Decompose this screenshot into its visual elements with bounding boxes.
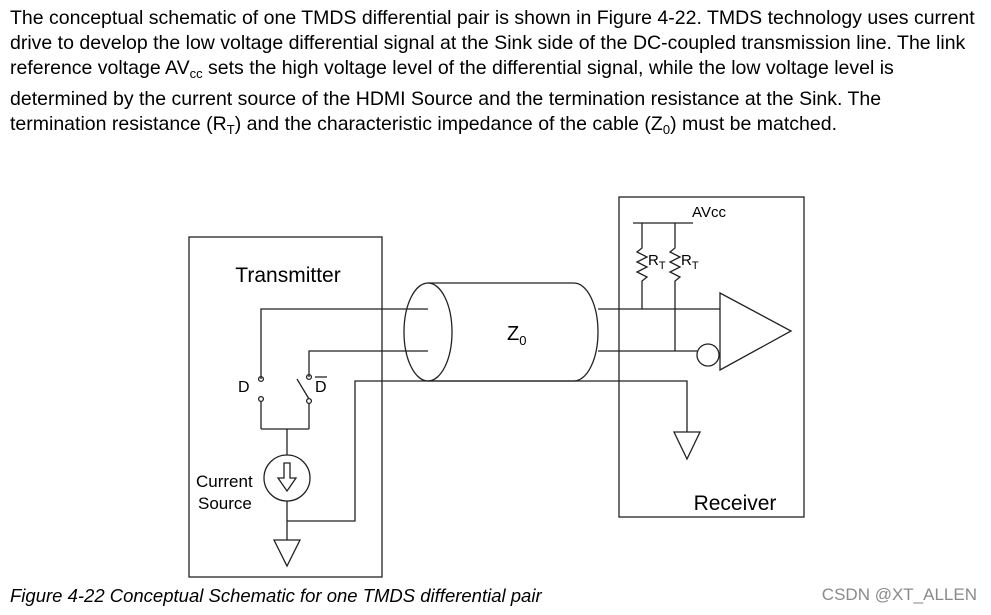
rt-1-label: RT [648,252,666,272]
para-text-2: sets the high voltage level of the diffe… [10,57,894,135]
switch-d-icon [257,375,265,429]
description-paragraph: The conceptual schematic of one TMDS dif… [10,6,980,142]
receiver-ground-icon [672,431,702,461]
switch-dbar-label: D [315,379,327,396]
watermark: CSDN @XT_ALLEN [821,585,977,604]
receiver-label: Receiver [694,492,777,515]
para-text-1: The conceptual schematic of one TMDS dif… [10,7,975,80]
cable-cylinder [403,282,599,382]
current-source-icon [263,454,311,502]
para-text-3: ) and the characteristic impedance of th… [234,112,663,135]
return-wire-tx [287,380,574,522]
wire-dbar-left [308,350,428,377]
resistor-rt-2-icon [668,223,682,351]
transmitter-ground-icon [272,539,302,568]
receiver-amplifier-icon [719,291,793,372]
inverting-input-bubble-icon [696,343,720,367]
transmitter-label: Transmitter [235,264,340,287]
para-sub-t: T [226,121,235,137]
para-sub-0: 0 [662,121,671,137]
current-label-2: Source [198,494,252,513]
para-text-4: ) must be matched. [670,112,837,135]
cable-z-label: Z0 [507,323,526,348]
para-sub-cc: cc [189,66,203,82]
switch-d-label: D [238,379,250,396]
switch-dbar-icon [296,373,313,429]
receiver-box [618,196,805,518]
wire-d-left [260,308,428,379]
transmitter-box [188,236,383,578]
return-wire-rx [574,380,688,432]
figure-caption: Figure 4-22 Conceptual Schematic for one… [10,585,542,606]
rt-2-label: RT [681,252,699,272]
resistor-rt-1-icon [635,223,649,309]
current-direction-arrow-icon [276,462,298,493]
avcc-label: AVcc [692,204,726,221]
current-label-1: Current [196,472,253,491]
